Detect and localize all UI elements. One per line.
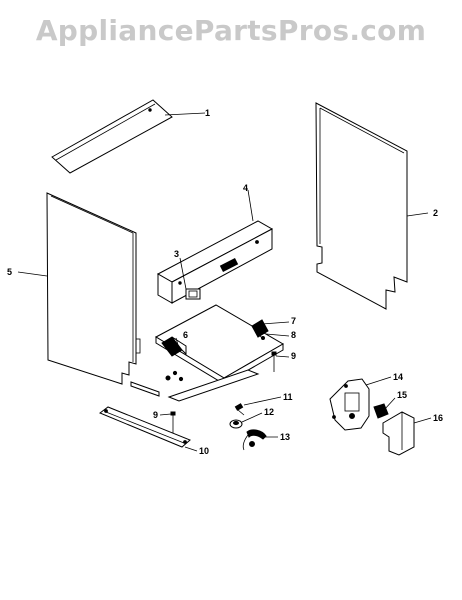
callout-labels: 1 2 3 4 5 6 7 8 9 9 10 11 12 13 14 15 16 — [7, 108, 443, 456]
part-4-rear-panel[interactable] — [156, 220, 274, 304]
part-10-foot-rail[interactable] — [98, 406, 191, 448]
callout-11: 11 — [283, 392, 293, 402]
leader-lines — [17, 112, 432, 452]
part-9-screw-right[interactable] — [271, 351, 277, 372]
base-frame[interactable] — [130, 304, 284, 402]
callout-9-lower: 9 — [153, 410, 158, 420]
part-6-bracket[interactable] — [161, 336, 187, 357]
callout-14: 14 — [393, 372, 403, 382]
part-12-knob[interactable] — [229, 419, 243, 429]
callout-9-right: 9 — [291, 351, 296, 361]
part-2-right-side-panel[interactable] — [315, 102, 408, 310]
part-3-spacer[interactable] — [185, 288, 201, 300]
part-15-fitting[interactable] — [373, 403, 389, 419]
part-13-hose-assembly[interactable] — [242, 429, 267, 451]
callout-16: 16 — [433, 413, 443, 423]
watermark: AppliancePartsPros.com — [35, 14, 427, 47]
callout-15: 15 — [397, 390, 407, 400]
part-5-left-side-panel[interactable] — [46, 192, 141, 385]
part-14-pump-bracket[interactable] — [329, 378, 370, 431]
callout-8: 8 — [291, 330, 296, 340]
part-1-top-panel[interactable] — [51, 99, 173, 174]
callout-4: 4 — [243, 183, 248, 193]
callout-7: 7 — [291, 316, 296, 326]
part-9-screw-lower[interactable] — [170, 411, 176, 433]
base-fasteners[interactable] — [165, 370, 184, 382]
callout-12: 12 — [264, 407, 274, 417]
callout-2: 2 — [433, 208, 438, 218]
part-11-clip[interactable] — [234, 403, 245, 416]
callout-5: 5 — [7, 267, 12, 277]
callout-10: 10 — [199, 446, 209, 456]
callout-1: 1 — [205, 108, 210, 118]
callout-6: 6 — [183, 330, 188, 340]
callout-13: 13 — [280, 432, 290, 442]
part-16-cover[interactable] — [382, 411, 415, 456]
callout-3: 3 — [174, 249, 179, 259]
